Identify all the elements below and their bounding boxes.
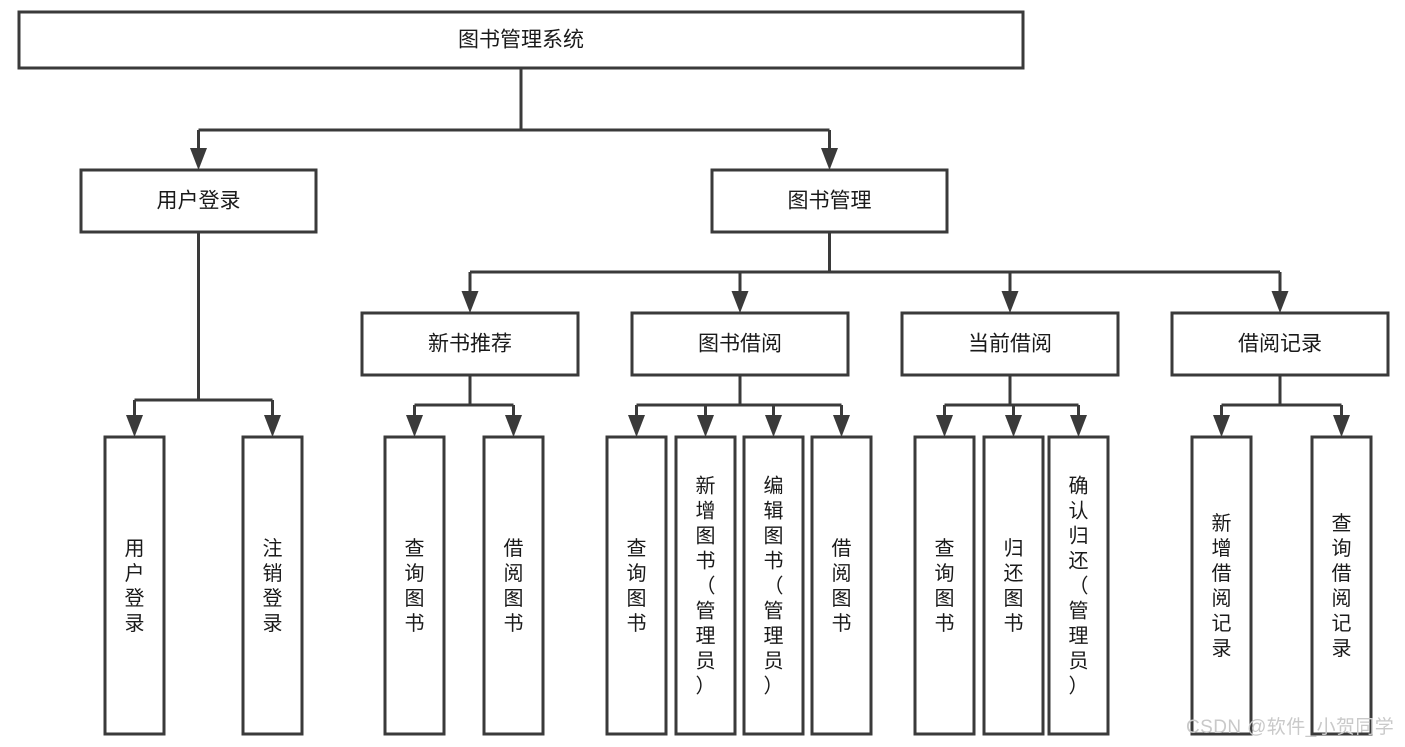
level3-node-0[interactable]: 新书推荐 — [360, 311, 580, 377]
arrow-head-icon — [628, 415, 645, 437]
arrow-head-icon — [731, 291, 749, 313]
leaf-node-3-box — [482, 435, 545, 736]
arrow-head-icon — [765, 415, 782, 437]
leaf-node-12-label: 查询借阅记录 — [1332, 512, 1352, 660]
arrow-head-icon — [1271, 291, 1289, 313]
arrow-head-icon — [264, 415, 281, 437]
leaf-node-2-box — [383, 435, 446, 736]
arrow-head-icon — [1001, 291, 1019, 313]
leaf-node-6[interactable]: 编辑图书（管理员） — [742, 435, 805, 736]
leaf-node-9[interactable]: 归还图书 — [982, 435, 1045, 736]
leaf-node-7[interactable]: 借阅图书 — [810, 435, 873, 736]
leaf-node-10-label: 确认归还（管理员） — [1069, 475, 1089, 698]
leaf-node-3-label: 借阅图书 — [504, 537, 524, 635]
arrow-head-icon — [1333, 415, 1350, 437]
arrow-head-icon — [833, 415, 850, 437]
root-node-box — [17, 10, 1025, 70]
level3-node-1-box — [630, 311, 850, 377]
level3-node-0-label: 新书推荐 — [428, 333, 512, 356]
root-node-label: 图书管理系统 — [458, 29, 584, 52]
leaf-node-1-box — [241, 435, 304, 736]
leaf-node-1[interactable]: 注销登录 — [241, 435, 304, 736]
level2-node-0-label: 用户登录 — [157, 190, 241, 213]
leaf-node-0[interactable]: 用户登录 — [103, 435, 166, 736]
leaf-node-8[interactable]: 查询图书 — [913, 435, 976, 736]
leaf-node-10-box — [1047, 435, 1110, 736]
leaf-node-0-box — [103, 435, 166, 736]
leaf-node-5-label: 新增图书（管理员） — [696, 475, 716, 698]
level2-node-0[interactable]: 用户登录 — [79, 168, 318, 234]
level2-node-1-box — [710, 168, 949, 234]
leaf-node-6-label: 编辑图书（管理员） — [764, 475, 784, 698]
level3-node-3-box — [1170, 311, 1390, 377]
leaf-node-12[interactable]: 查询借阅记录 — [1310, 435, 1373, 736]
leaf-node-7-label: 借阅图书 — [832, 537, 852, 635]
leaf-node-8-label: 查询图书 — [935, 537, 955, 635]
connector-layer — [126, 68, 1350, 437]
level3-node-2-label: 当前借阅 — [968, 333, 1052, 356]
level2-node-1[interactable]: 图书管理 — [710, 168, 949, 234]
leaf-node-3[interactable]: 借阅图书 — [482, 435, 545, 736]
level3-node-3[interactable]: 借阅记录 — [1170, 311, 1390, 377]
leaf-node-11-label: 新增借阅记录 — [1212, 512, 1232, 660]
leaf-node-9-label: 归还图书 — [1004, 537, 1024, 635]
leaf-node-12-box — [1310, 435, 1373, 736]
level3-node-2-box — [900, 311, 1120, 377]
leaf-node-2[interactable]: 查询图书 — [383, 435, 446, 736]
leaf-node-7-box — [810, 435, 873, 736]
leaf-node-10[interactable]: 确认归还（管理员） — [1047, 435, 1110, 736]
leaf-node-2-label: 查询图书 — [405, 537, 425, 635]
arrow-head-icon — [406, 415, 423, 437]
arrow-head-icon — [821, 148, 838, 170]
arrow-head-icon — [461, 291, 479, 313]
level2-node-0-box — [79, 168, 318, 234]
level3-node-1[interactable]: 图书借阅 — [630, 311, 850, 377]
level3-node-3-label: 借阅记录 — [1238, 333, 1322, 356]
leaf-node-1-label: 注销登录 — [263, 537, 283, 635]
arrow-head-icon — [1070, 415, 1087, 437]
leaf-node-0-label: 用户登录 — [125, 538, 145, 635]
leaf-node-4-box — [605, 435, 668, 736]
level2-node-1-label: 图书管理 — [788, 190, 872, 213]
arrow-head-icon — [190, 148, 207, 170]
leaf-node-8-box — [913, 435, 976, 736]
leaf-node-9-box — [982, 435, 1045, 736]
leaf-node-4-label: 查询图书 — [627, 537, 647, 635]
leaf-node-4[interactable]: 查询图书 — [605, 435, 668, 736]
leaf-node-6-box — [742, 435, 805, 736]
leaf-node-11-box — [1190, 435, 1253, 736]
leaf-node-11[interactable]: 新增借阅记录 — [1190, 435, 1253, 736]
arrow-head-icon — [936, 415, 953, 437]
leaf-node-5-box — [674, 435, 737, 736]
arrow-head-icon — [126, 415, 143, 437]
root-node[interactable]: 图书管理系统 — [17, 10, 1025, 70]
level3-node-1-label: 图书借阅 — [698, 333, 782, 356]
arrow-head-icon — [697, 415, 714, 437]
leaf-node-5[interactable]: 新增图书（管理员） — [674, 435, 737, 736]
arrow-head-icon — [1005, 415, 1022, 437]
level3-node-2[interactable]: 当前借阅 — [900, 311, 1120, 377]
level3-node-0-box — [360, 311, 580, 377]
arrow-head-icon — [505, 415, 522, 437]
node-layer: 图书管理系统用户登录图书管理新书推荐图书借阅当前借阅借阅记录用户登录注销登录查询… — [17, 10, 1390, 736]
arrow-head-icon — [1213, 415, 1230, 437]
